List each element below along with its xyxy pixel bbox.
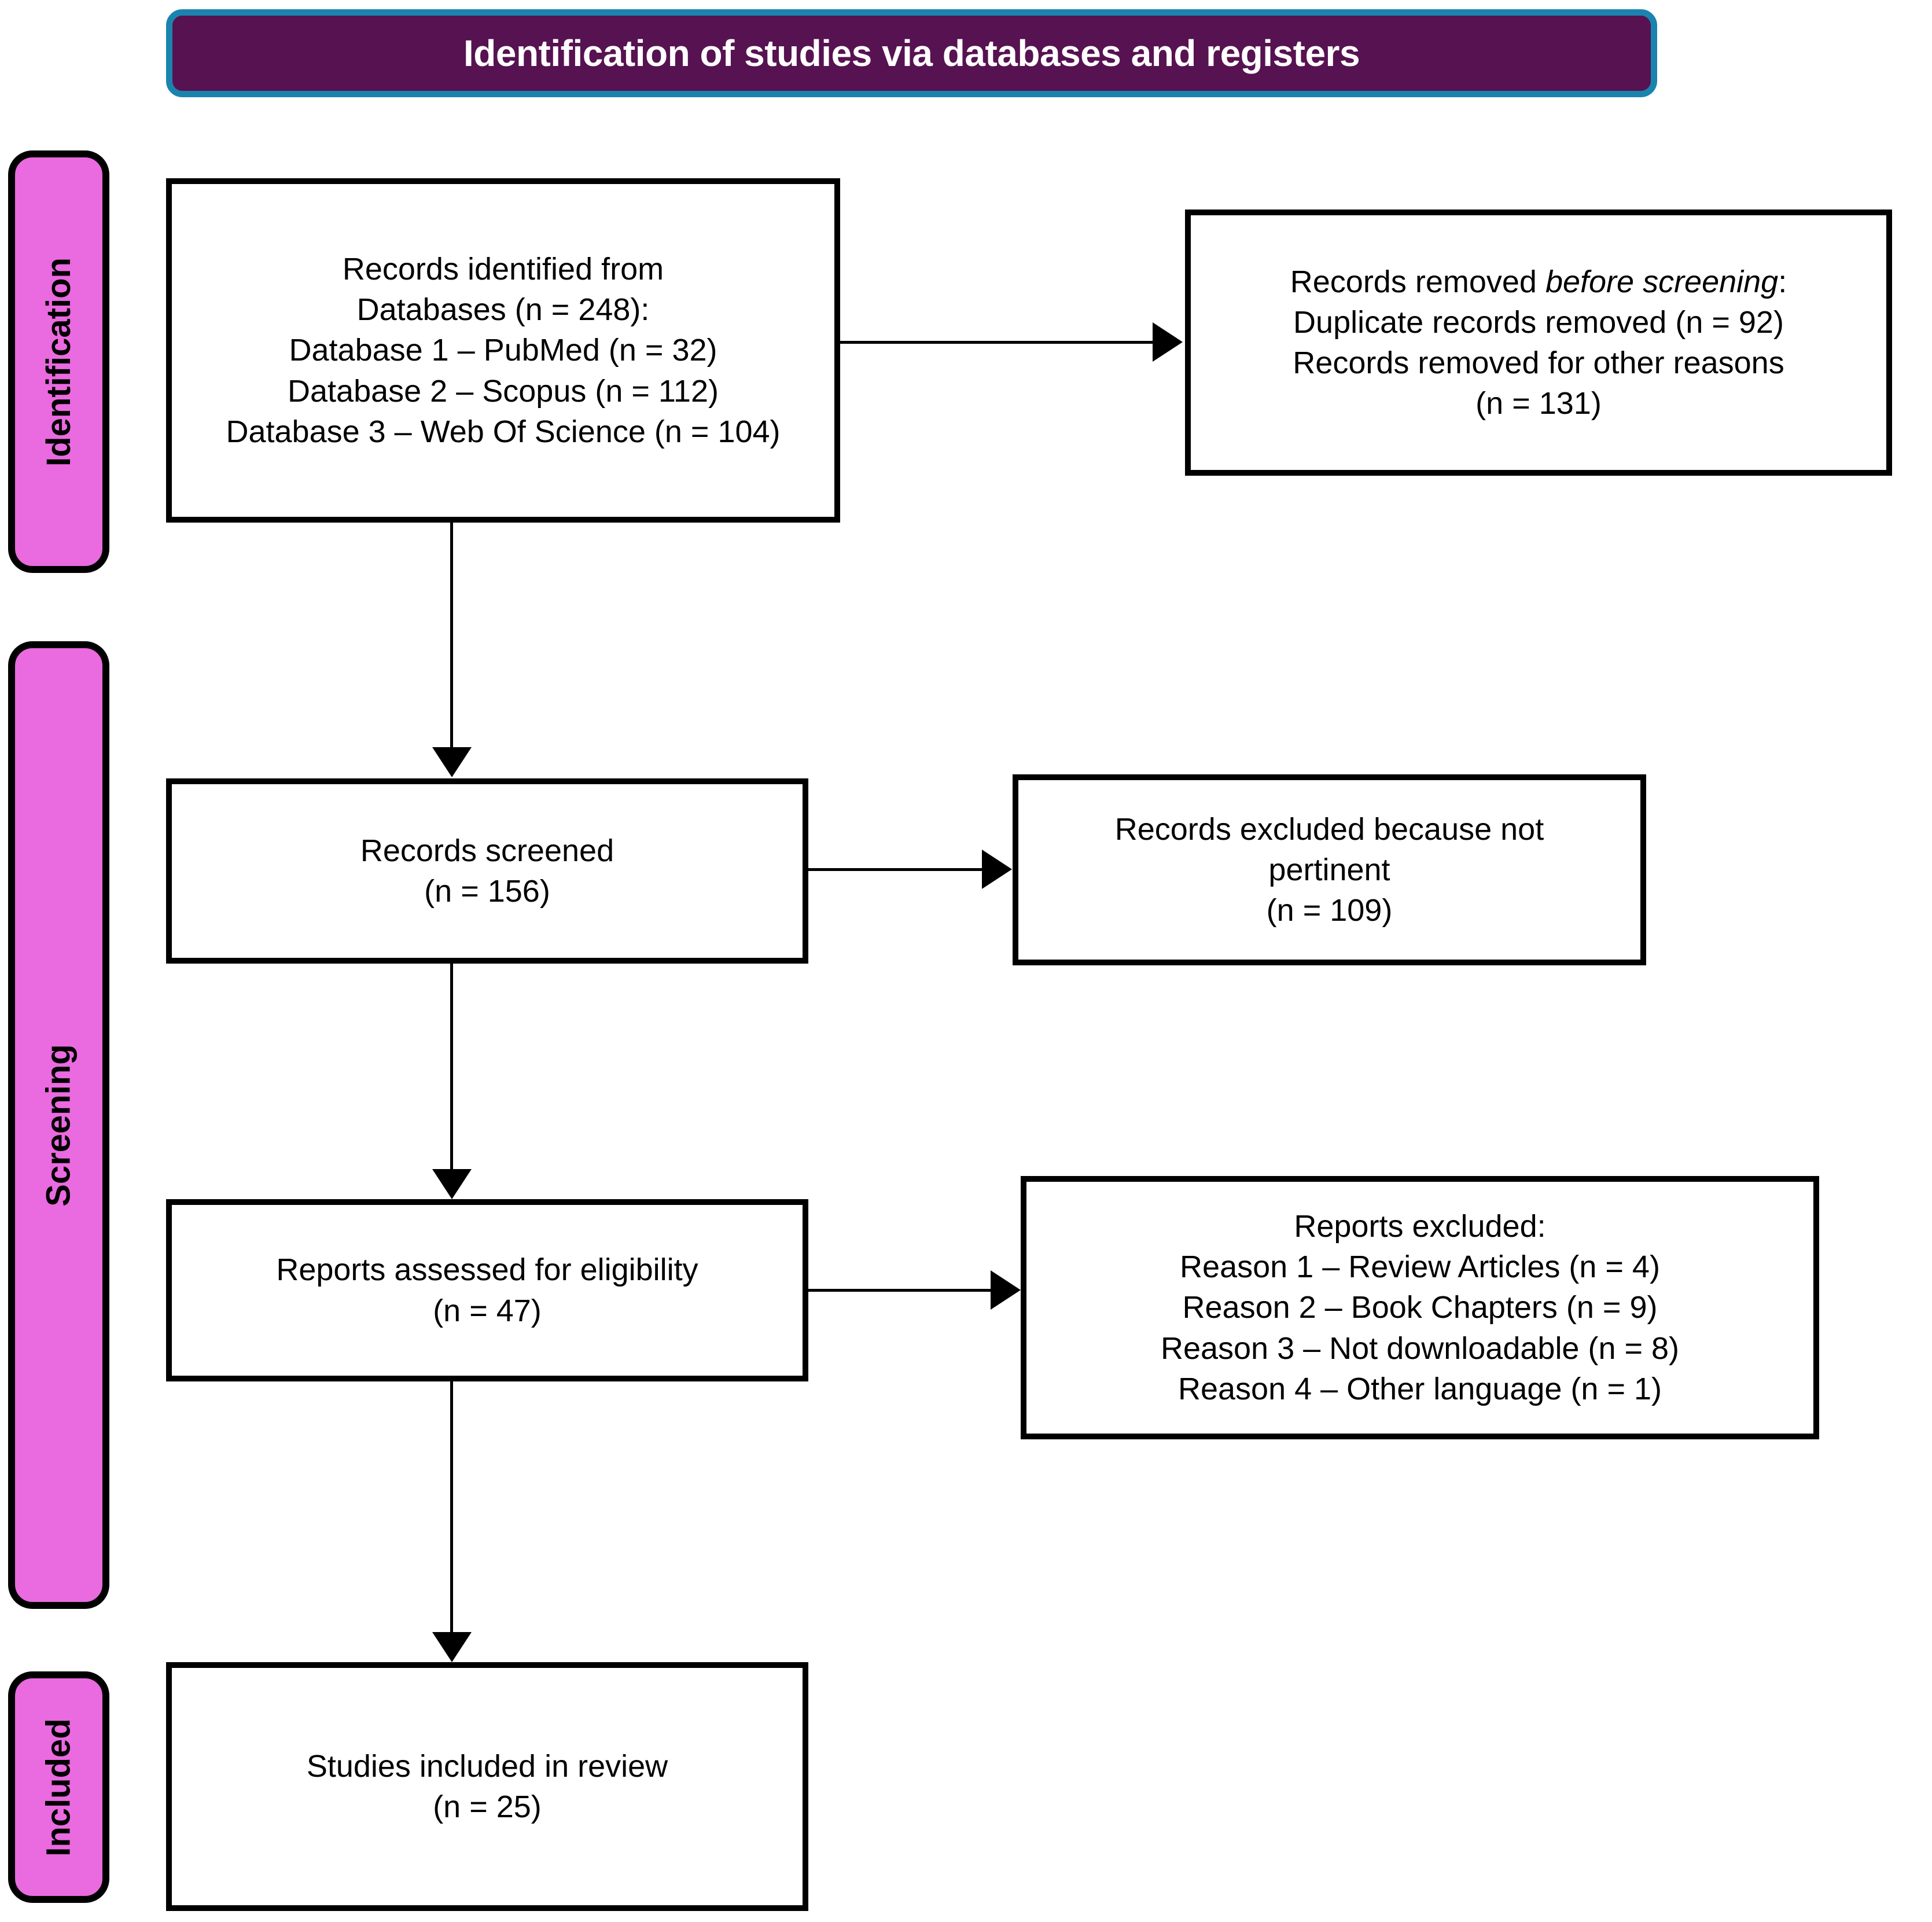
text-line: Database 1 – PubMed (n = 32) [289, 333, 717, 368]
connector-screened-to-excluded-line [808, 868, 982, 871]
text-segment-italic: before screening [1545, 264, 1779, 299]
text-line: (n = 131) [1475, 386, 1602, 421]
box-studies-included-text: Studies included in review (n = 25) [307, 1746, 668, 1827]
text-line: (n = 47) [433, 1293, 542, 1328]
box-reports-excluded: Reports excluded: Reason 1 – Review Arti… [1021, 1176, 1819, 1439]
text-segment: Records removed [1290, 264, 1545, 299]
connector-assessed-to-included-arrowhead-icon [432, 1632, 472, 1662]
box-records-removed-text: Records removed before screening: Duplic… [1290, 262, 1787, 424]
connector-assessed-to-reports-excluded-arrowhead-icon [991, 1270, 1021, 1310]
connector-identified-to-removed-line [840, 341, 1153, 344]
text-line: Reports assessed for eligibility [276, 1252, 698, 1288]
text-line: Records identified from [342, 252, 664, 287]
text-line: pertinent [1268, 852, 1390, 887]
box-records-screened: Records screened (n = 156) [166, 778, 808, 964]
box-records-identified: Records identified from Databases (n = 2… [166, 178, 840, 523]
stage-label-screening: Screening [8, 641, 109, 1609]
stage-label-identification-text: Identification [40, 257, 78, 466]
stage-label-included-text: Included [40, 1718, 78, 1857]
text-line: Records excluded because not [1114, 811, 1544, 847]
text-line: Databases (n = 248): [356, 292, 650, 328]
connector-identified-to-screened-arrowhead-icon [432, 747, 472, 777]
box-records-excluded: Records excluded because not pertinent (… [1013, 774, 1646, 965]
box-reports-assessed-for-eligibility: Reports assessed for eligibility (n = 47… [166, 1199, 808, 1381]
box-studies-included-in-review: Studies included in review (n = 25) [166, 1662, 808, 1911]
connector-screened-to-excluded-arrowhead-icon [982, 850, 1012, 889]
stage-label-identification: Identification [8, 150, 109, 573]
text-line: Studies included in review [306, 1748, 668, 1784]
box-reports-assessed-text: Reports assessed for eligibility (n = 47… [276, 1250, 698, 1331]
diagram-header-banner: Identification of studies via databases … [166, 9, 1657, 97]
stage-label-included: Included [8, 1671, 109, 1903]
connector-identified-to-screened-line [450, 523, 453, 747]
connector-identified-to-removed-arrowhead-icon [1153, 322, 1183, 362]
text-line: (n = 156) [424, 874, 550, 909]
box-records-identified-text: Records identified from Databases (n = 2… [226, 249, 780, 452]
box-reports-excluded-text: Reports excluded: Reason 1 – Review Arti… [1161, 1206, 1679, 1409]
connector-assessed-to-included-line [450, 1381, 453, 1632]
text-line: Database 3 – Web Of Science (n = 104) [226, 414, 781, 449]
box-records-screened-text: Records screened (n = 156) [360, 830, 614, 912]
text-segment: : [1778, 264, 1787, 299]
text-line: (n = 25) [433, 1789, 542, 1824]
connector-assessed-to-reports-excluded-line [808, 1289, 991, 1292]
text-line: Reason 2 – Book Chapters (n = 9) [1182, 1290, 1658, 1325]
connector-screened-to-assessed-arrowhead-icon [432, 1169, 472, 1199]
box-records-removed-before-screening: Records removed before screening: Duplic… [1185, 210, 1892, 476]
text-line: Duplicate records removed (n = 92) [1293, 304, 1784, 340]
text-line: Reason 3 – Not downloadable (n = 8) [1160, 1331, 1680, 1366]
text-line: (n = 109) [1266, 893, 1393, 928]
diagram-title: Identification of studies via databases … [463, 32, 1360, 74]
box-records-excluded-text: Records excluded because not pertinent (… [1115, 809, 1544, 931]
text-line: Database 2 – Scopus (n = 112) [288, 373, 719, 409]
text-line: Reason 1 – Review Articles (n = 4) [1180, 1250, 1660, 1285]
connector-screened-to-assessed-line [450, 964, 453, 1169]
stage-label-screening-text: Screening [40, 1043, 78, 1207]
text-line: Records removed for other reasons [1293, 346, 1784, 380]
text-line: Reason 4 – Other language (n = 1) [1177, 1371, 1662, 1406]
text-line: Records removed before screening: [1290, 262, 1787, 302]
text-line: Records screened [360, 833, 614, 868]
text-line: Reports excluded: [1294, 1209, 1546, 1244]
